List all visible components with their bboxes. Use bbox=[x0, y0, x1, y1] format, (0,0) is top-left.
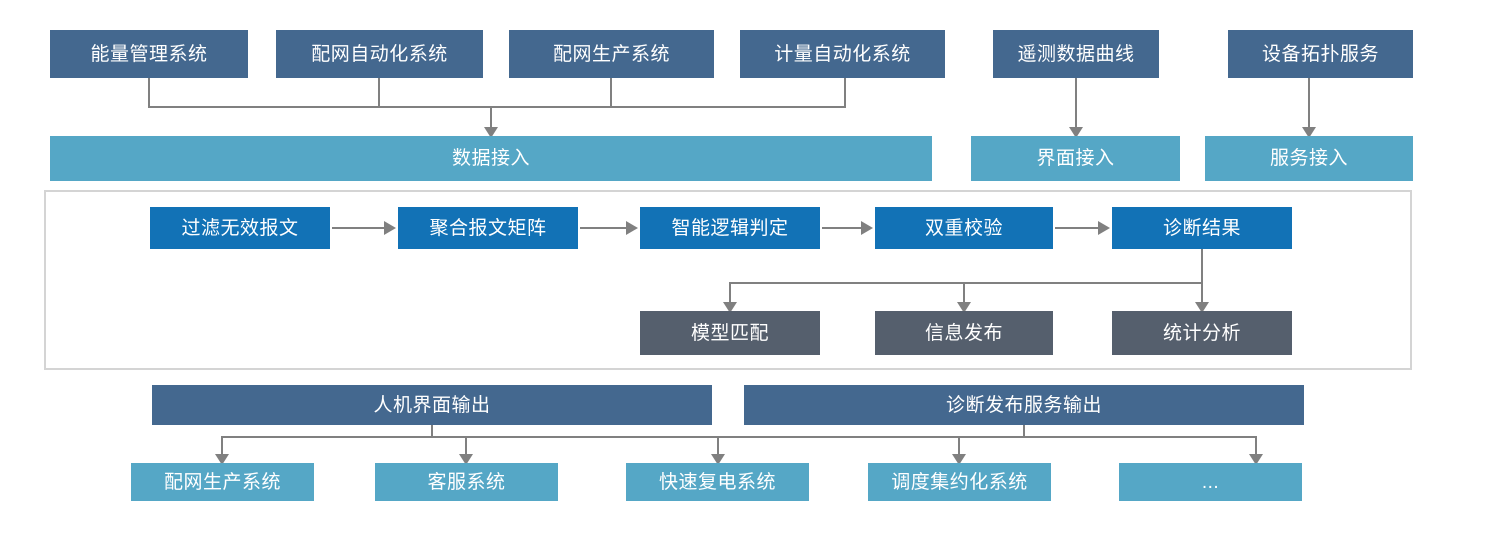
output-bar-human-machine-interface[interactable]: 人机界面输出 bbox=[152, 385, 712, 425]
source-box-distribution-production[interactable]: 配网生产系统 bbox=[509, 30, 714, 78]
access-bar-ui-access[interactable]: 界面接入 bbox=[971, 136, 1180, 181]
process-box-model-matching[interactable]: 模型匹配 bbox=[640, 311, 820, 355]
pipeline-box-aggregate-message-matrix[interactable]: 聚合报文矩阵 bbox=[398, 207, 578, 249]
access-bar-data-access[interactable]: 数据接入 bbox=[50, 136, 932, 181]
consumer-box-dispatch-intensive[interactable]: 调度集约化系统 bbox=[868, 463, 1051, 501]
consumer-box-more[interactable]: ... bbox=[1119, 463, 1302, 501]
source-box-telemetry-curve[interactable]: 遥测数据曲线 bbox=[993, 30, 1159, 78]
consumer-box-customer-service[interactable]: 客服系统 bbox=[375, 463, 558, 501]
consumer-box-distribution-production[interactable]: 配网生产系统 bbox=[131, 463, 314, 501]
process-box-information-publishing[interactable]: 信息发布 bbox=[875, 311, 1053, 355]
access-bar-service-access[interactable]: 服务接入 bbox=[1205, 136, 1413, 181]
connector-ui-output-to-consumers bbox=[215, 425, 725, 465]
source-box-distribution-automation[interactable]: 配网自动化系统 bbox=[276, 30, 483, 78]
pipeline-box-filter-invalid-messages[interactable]: 过滤无效报文 bbox=[150, 207, 330, 249]
diagnosis-engine-panel bbox=[44, 190, 1412, 370]
output-bar-diagnosis-publishing-service[interactable]: 诊断发布服务输出 bbox=[744, 385, 1304, 425]
pipeline-box-double-verification[interactable]: 双重校验 bbox=[875, 207, 1053, 249]
pipeline-box-intelligent-logic-decision[interactable]: 智能逻辑判定 bbox=[640, 207, 820, 249]
source-box-metering-automation[interactable]: 计量自动化系统 bbox=[740, 30, 945, 78]
source-box-device-topology-service[interactable]: 设备拓扑服务 bbox=[1228, 30, 1413, 78]
consumer-box-rapid-restoration[interactable]: 快速复电系统 bbox=[626, 463, 809, 501]
connector-topology-to-service-access bbox=[1302, 78, 1316, 138]
process-box-statistical-analysis[interactable]: 统计分析 bbox=[1112, 311, 1292, 355]
connector-telemetry-to-ui-access bbox=[1069, 78, 1083, 138]
pipeline-box-diagnosis-result[interactable]: 诊断结果 bbox=[1112, 207, 1292, 249]
connector-sources-bus bbox=[148, 78, 846, 138]
source-box-energy-management[interactable]: 能量管理系统 bbox=[50, 30, 248, 78]
connector-service-output-to-consumers bbox=[718, 425, 1263, 465]
